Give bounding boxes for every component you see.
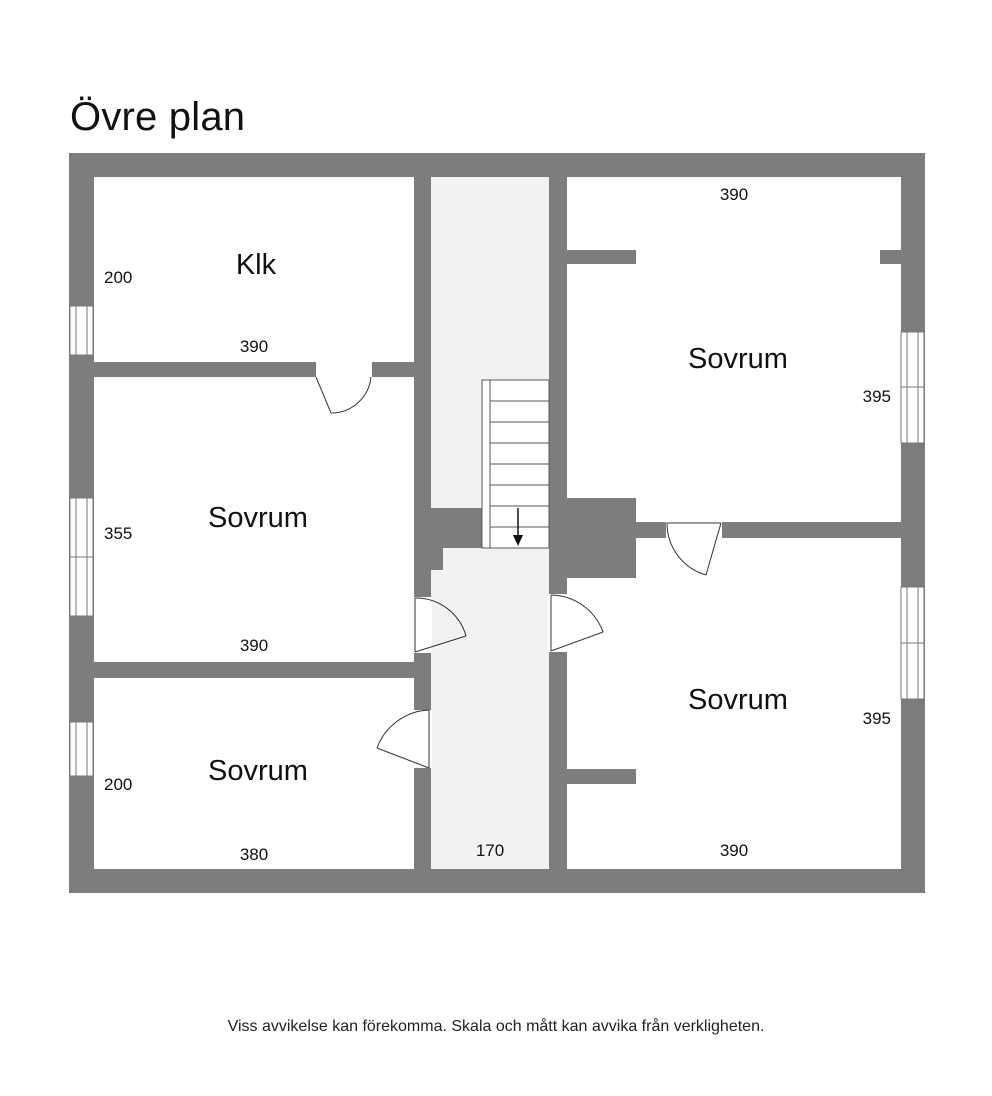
room-label-klk: Klk — [236, 249, 277, 281]
dim-hall-width: 170 — [476, 841, 504, 860]
dim-left-mid-width: 390 — [240, 636, 268, 655]
room-label-sovrum-right-top: Sovrum — [688, 343, 788, 375]
room-sovrum-left-bottom-floor — [94, 678, 414, 869]
door-right-between — [666, 521, 722, 576]
staircase — [481, 379, 550, 549]
room-label-sovrum-left-bottom: Sovrum — [208, 755, 308, 787]
dim-right-bottom-height: 395 — [863, 709, 891, 728]
room-label-sovrum-right-bottom: Sovrum — [688, 684, 788, 716]
dim-klk-width: 390 — [240, 337, 268, 356]
room-klk-floor — [94, 177, 414, 362]
dim-left-bottom-height: 200 — [104, 775, 132, 794]
wall-stub-right-top-a — [567, 250, 636, 264]
wall-stub-right-top-b — [880, 250, 901, 264]
dim-right-top-height: 395 — [863, 387, 891, 406]
room-label-sovrum-left-mid: Sovrum — [208, 502, 308, 534]
door-klk — [315, 361, 372, 414]
dim-klk-height: 200 — [104, 268, 132, 287]
disclaimer-text: Viss avvikelse kan förekomma. Skala och … — [227, 1018, 765, 1035]
hall-lower-floor — [431, 548, 549, 869]
wall-stub-right-bottom — [567, 769, 636, 784]
dim-right-bottom-width: 390 — [720, 841, 748, 860]
window-klk — [69, 305, 94, 356]
window-left-mid — [69, 497, 94, 617]
dim-right-top-width: 390 — [720, 185, 748, 204]
window-left-bottom — [69, 721, 94, 777]
door-right-bottom-hall — [548, 594, 604, 652]
window-right-bottom — [900, 586, 925, 700]
door-left-bottom — [376, 709, 432, 769]
page-title: Övre plan — [70, 95, 246, 139]
door-left-mid — [413, 597, 467, 653]
dim-left-bottom-width: 380 — [240, 845, 268, 864]
room-sovrum-right-top-floor — [567, 177, 901, 522]
stair-arrow-icon — [513, 508, 523, 546]
window-right-top — [900, 331, 925, 444]
room-sovrum-right-bottom-floor — [567, 538, 901, 869]
room-sovrum-left-mid-floor — [94, 377, 414, 662]
dim-left-mid-height: 355 — [104, 524, 132, 543]
